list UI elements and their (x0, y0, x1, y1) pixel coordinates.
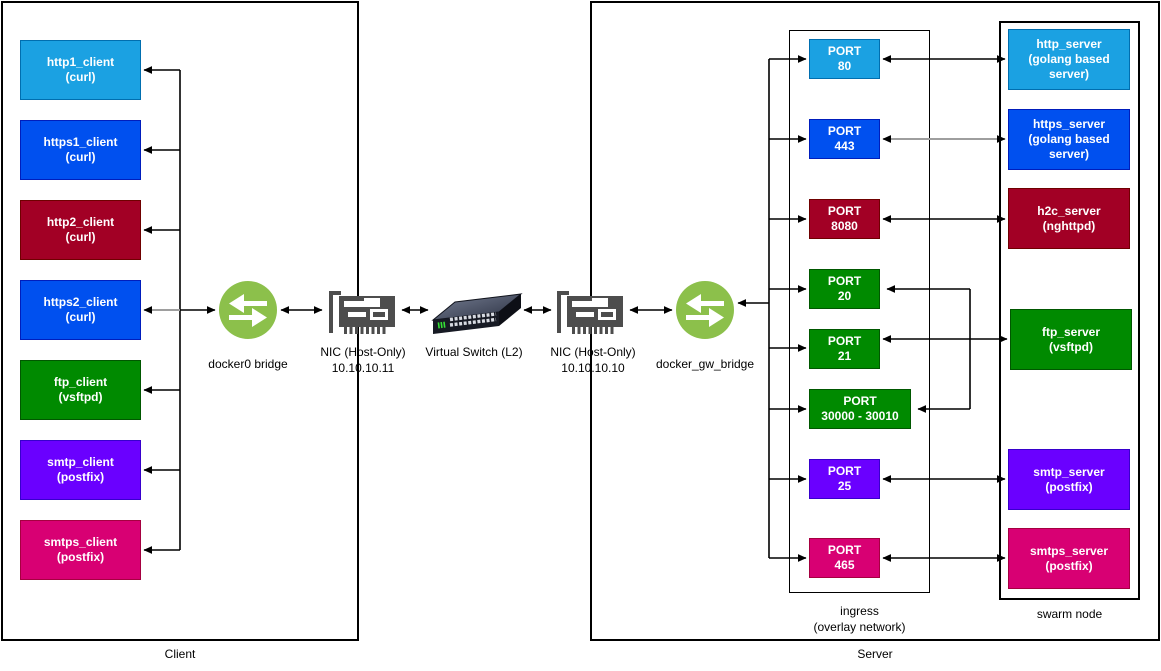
port-node-20: PORT 20 (809, 269, 880, 309)
client-node-https1: https1_client (curl) (20, 120, 141, 180)
client-node-smtps: smtps_client (postfix) (20, 520, 141, 580)
docker-gw-bridge-label: docker_gw_bridge (655, 357, 755, 371)
port-label: PORT (827, 543, 862, 557)
node-detail: (postfix) (56, 470, 105, 484)
port-node-25: PORT 25 (809, 459, 880, 499)
node-title: https1_client (43, 135, 118, 149)
port-node-443: PORT 443 (809, 119, 880, 159)
node-detail: (golang based server) (1028, 52, 1110, 81)
nic1-ip-label: 10.10.10.11 (331, 361, 395, 375)
ingress-label: ingress (840, 604, 879, 618)
port-value: 25 (837, 479, 852, 493)
node-detail: (curl) (65, 310, 96, 324)
port-node-465: PORT 465 (809, 538, 880, 578)
node-title: http_server (1036, 37, 1102, 51)
port-value: 21 (837, 349, 852, 363)
node-title: h2c_server (1037, 203, 1101, 218)
server-node-http: http_server (golang based server) (1008, 29, 1130, 90)
port-node-80: PORT 80 (809, 39, 880, 79)
node-title: http2_client (46, 215, 115, 229)
node-detail: (postfix) (56, 550, 105, 564)
client-node-https2: https2_client (curl) (20, 280, 141, 340)
client-group-label: Client (164, 647, 196, 661)
server-node-ftp: ftp_server (vsftpd) (1010, 309, 1132, 370)
nic1-label: NIC (Host-Only) (320, 345, 406, 359)
client-node-ftp: ftp_client (vsftpd) (20, 360, 141, 420)
port-label: PORT (827, 44, 862, 58)
ingress-sublabel: (overlay network) (813, 620, 906, 634)
node-title: smtp_server (1033, 464, 1105, 479)
node-title: https2_client (43, 295, 118, 309)
ingress-overlay-box (789, 30, 930, 593)
port-label: PORT (827, 464, 862, 478)
port-node-8080: PORT 8080 (809, 199, 880, 239)
node-title: ftp_client (53, 375, 108, 389)
port-label: PORT (843, 394, 877, 408)
node-title: http1_client (46, 55, 115, 69)
port-value: 20 (837, 289, 852, 303)
port-value: 8080 (831, 219, 858, 233)
port-value: 443 (834, 139, 855, 153)
node-title: https_server (1032, 117, 1106, 131)
node-detail: (curl) (65, 150, 96, 164)
node-title: smtp_client (47, 455, 114, 469)
server-node-h2c: h2c_server (nghttpd) (1008, 188, 1130, 249)
node-detail: (postfix) (1045, 479, 1093, 494)
port-label: PORT (827, 124, 862, 138)
port-label: PORT (827, 334, 862, 348)
node-detail: (curl) (65, 230, 96, 244)
virtual-switch-icon (431, 293, 523, 334)
node-detail: (golang based server) (1028, 132, 1110, 161)
server-group-label: Server (857, 647, 893, 661)
port-node-30000-30010: PORT 30000 - 30010 (809, 389, 911, 429)
port-label: PORT (827, 274, 862, 288)
port-node-21: PORT 21 (809, 329, 880, 369)
docker0-bridge-label: docker0 bridge (208, 357, 288, 371)
nic2-ip-label: 10.10.10.10 (561, 361, 625, 375)
client-node-http1: http1_client (curl) (20, 40, 141, 100)
node-detail: (curl) (65, 70, 96, 84)
port-value: 80 (837, 59, 852, 73)
node-title: smtps_client (43, 535, 118, 549)
node-detail: (vsftpd) (1049, 339, 1093, 354)
server-node-https: https_server (golang based server) (1008, 109, 1130, 170)
port-value: 30000 - 30010 (821, 409, 899, 423)
virtual-switch-label: Virtual Switch (L2) (425, 345, 523, 359)
node-title: ftp_server (1041, 324, 1101, 339)
nic2-label: NIC (Host-Only) (550, 345, 636, 359)
swarm-node-label: swarm node (1036, 607, 1103, 621)
node-detail: (nghttpd) (1042, 218, 1096, 233)
port-value: 465 (834, 558, 855, 572)
server-node-smtp: smtp_server (postfix) (1008, 449, 1130, 510)
node-detail: (postfix) (1045, 558, 1093, 573)
client-node-smtp: smtp_client (postfix) (20, 440, 141, 500)
client-node-http2: http2_client (curl) (20, 200, 141, 260)
port-label: PORT (827, 204, 862, 218)
server-node-smtps: smtps_server (postfix) (1008, 528, 1130, 589)
node-title: smtps_server (1029, 543, 1109, 558)
node-detail: (vsftpd) (58, 390, 103, 404)
